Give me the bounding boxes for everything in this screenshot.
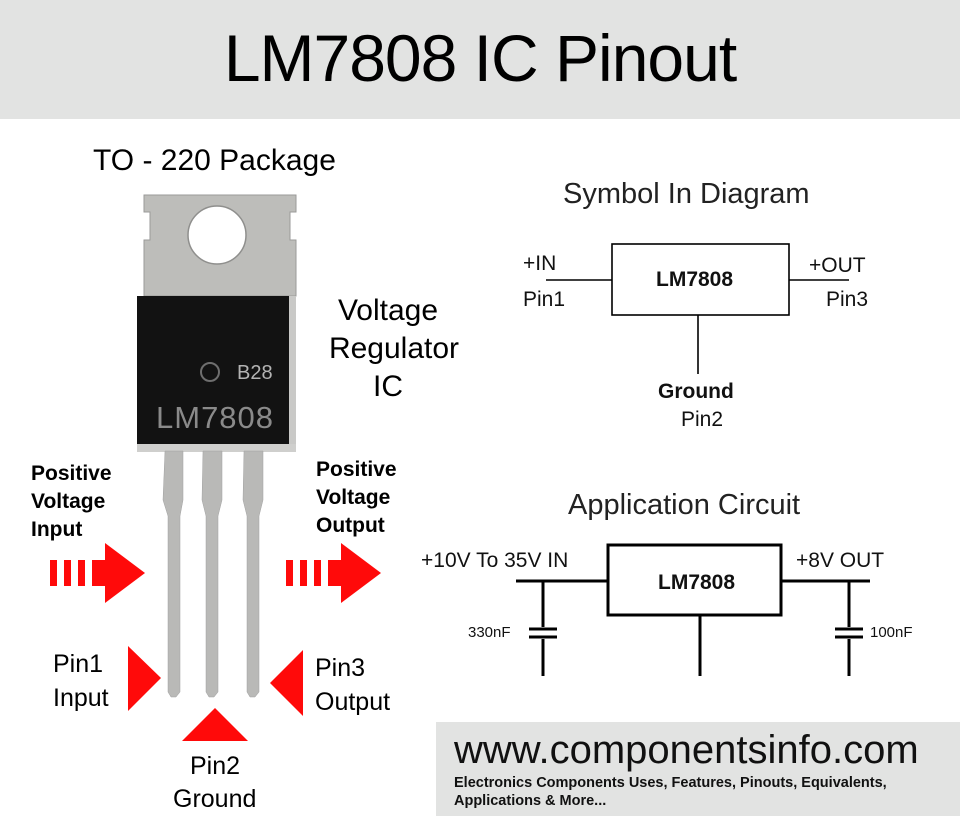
description-line-1: Voltage (337, 294, 439, 327)
input-flow-arrow (50, 543, 145, 603)
symbol-gnd-pin: Pin2 (681, 408, 724, 431)
pin1-number: Pin1 (53, 650, 104, 678)
input-side-label-2: Voltage (31, 490, 106, 513)
symbol-title: Symbol In Diagram (563, 178, 810, 210)
pin1-pointer-arrow (128, 646, 161, 711)
input-side-label-3: Input (31, 518, 83, 541)
pin2-function: Ground (173, 785, 257, 813)
input-side-label-1: Positive (31, 462, 112, 485)
output-side-label-3: Output (316, 514, 385, 537)
chip-marking: LM7808 (156, 400, 275, 435)
output-cap-value: 100nF (870, 624, 913, 641)
pin3-function: Output (315, 688, 391, 716)
lead-pin1 (162, 450, 184, 698)
application-circuit (516, 543, 870, 676)
chip-code: B28 (237, 362, 273, 384)
symbol-out-pin: Pin3 (826, 288, 869, 311)
chip-bottom-strip (137, 444, 296, 452)
app-input-label: +10V To 35V IN (421, 549, 569, 572)
application-title: Application Circuit (568, 489, 801, 521)
pin3-number: Pin3 (315, 654, 366, 682)
manufacturer-logo-icon (200, 362, 220, 382)
symbol-diagram (546, 243, 849, 374)
symbol-in-label: +IN (523, 252, 557, 275)
pin3-pointer-arrow (270, 650, 303, 716)
description-line-3: IC (373, 370, 403, 403)
app-chip-label: LM7808 (658, 571, 736, 594)
input-cap-value: 330nF (468, 624, 511, 641)
mounting-hole (187, 205, 247, 265)
pin2-number: Pin2 (190, 752, 241, 780)
symbol-in-pin: Pin1 (523, 288, 566, 311)
page-title: LM7808 IC Pinout (223, 21, 737, 95)
lead-pin2 (201, 450, 223, 698)
header-banner (0, 0, 960, 119)
pin2-pointer-arrow (182, 708, 248, 741)
footer-tagline-2: Applications & More... (454, 793, 607, 809)
to220-package (137, 194, 297, 698)
body-side-metal (286, 296, 296, 448)
symbol-chip-label: LM7808 (656, 268, 734, 291)
output-side-label-1: Positive (316, 458, 397, 481)
chip-body (137, 296, 289, 446)
symbol-out-label: +OUT (809, 254, 866, 277)
lead-pin3 (242, 450, 264, 698)
footer-banner (436, 722, 960, 816)
description-line-2: Regulator (328, 332, 460, 365)
footer-url[interactable]: www.componentsinfo.com (454, 728, 919, 772)
symbol-gnd-label: Ground (658, 380, 734, 403)
output-flow-arrow (286, 543, 381, 603)
output-side-label-2: Voltage (316, 486, 391, 509)
app-output-label: +8V OUT (796, 549, 885, 572)
package-title: TO - 220 Package (93, 144, 336, 177)
pin1-function: Input (53, 684, 109, 712)
footer-tagline-1: Electronics Components Uses, Features, P… (454, 775, 887, 791)
chip-leads (162, 450, 264, 698)
